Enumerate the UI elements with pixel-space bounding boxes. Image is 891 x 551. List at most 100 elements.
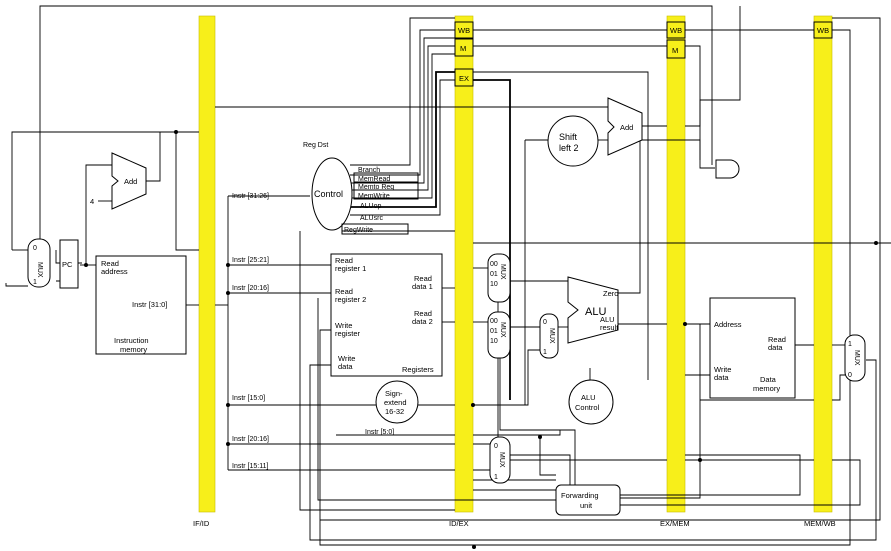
memtoreg-label: MUX [853, 350, 860, 366]
fwd-a-in2: 10 [490, 281, 498, 288]
if-id-label: IF/ID [193, 519, 210, 528]
read-register-2-line2: register 2 [335, 295, 366, 304]
branch-adder: Add [607, 97, 643, 156]
dm-read-data-line2: data [768, 343, 783, 352]
read-address-line2: address [101, 267, 128, 276]
and-gate [715, 159, 740, 179]
instr-25-21: Instr [25:21] [232, 257, 269, 264]
pc-adder-label: Add [124, 177, 137, 186]
data-memory: Address Read data Write data Data memory [709, 297, 796, 399]
ex-mem-register [666, 15, 686, 513]
fwd-b-in1: 01 [490, 328, 498, 335]
pc-register: PC [59, 239, 79, 289]
instr-mem-line2: memory [120, 345, 147, 354]
alu-result-line2: result [600, 323, 619, 332]
alu-control: ALU Control [568, 379, 614, 425]
id-ex-label: ID/EX [449, 519, 469, 528]
write-register-line2: register [335, 329, 361, 338]
control-unit: Control [311, 157, 353, 231]
sig-alusrc: ALUsrc [360, 215, 383, 222]
instr-15-11: Instr [15:11] [232, 463, 269, 470]
regdst-mux-label: MUX [498, 452, 505, 468]
memtoreg-mux: 1 MUX 0 [844, 334, 866, 382]
const-four: 4 [90, 197, 94, 206]
pc-mux-in0: 0 [33, 245, 37, 252]
instr-15-0: Instr [15:0] [232, 395, 265, 402]
read-data-1-line1: Read [414, 274, 432, 283]
ex-mem-label: EX/MEM [660, 519, 690, 528]
dm-read-data-line1: Read [768, 335, 786, 344]
read-register-1-line2: register 1 [335, 264, 366, 273]
fwd-a-in0: 00 [490, 261, 498, 268]
sign-extend: Sign- extend 16-32 [375, 380, 419, 424]
sign-extend-line1: Sign- [385, 389, 403, 398]
forwarding-unit: Forwarding unit [555, 484, 621, 516]
mem-wb-register [813, 15, 833, 513]
fwd-a-in1: 01 [490, 271, 498, 278]
sig-regwrite: RegWrite [344, 227, 373, 234]
control-signal-labels: Branch MemRead Memto Reg MemWrite ALUop … [341, 167, 419, 235]
id-ex-ex-label: EX [459, 74, 469, 83]
sign-extend-line2: extend [384, 398, 407, 407]
mem-wb-label: MEM/WB [804, 519, 836, 528]
shift-left-line1: Shift [559, 132, 578, 142]
ex-mem-wb-label: WB [670, 26, 682, 35]
registers-label: Registers [402, 365, 434, 374]
register-file: Read register 1 Read register 2 Write re… [330, 253, 443, 377]
forward-a-mux: 00 01 10 MUX [487, 253, 511, 303]
fwd-b-in2: 10 [490, 338, 498, 345]
instr-port-label: Instr [31:0] [132, 300, 167, 309]
read-address-line1: Read [101, 259, 119, 268]
alusrc-in0: 0 [543, 319, 547, 326]
wires [5, 5, 891, 546]
alu-label: ALU [585, 306, 606, 318]
instr-mem-line1: Instruction [114, 336, 149, 345]
pc-mux-label: MUX [36, 262, 43, 278]
if-id-register [198, 15, 216, 513]
instr-5-0: Instr [5:0] [365, 429, 394, 436]
alu-result-line1: ALU [600, 315, 615, 324]
dm-write-data-line1: Write [714, 365, 731, 374]
instr-20-16: Instr [20:16] [232, 285, 269, 292]
regdst-in1: 1 [494, 474, 498, 481]
alusrc-in1: 1 [543, 349, 547, 356]
regdst-in0: 0 [494, 443, 498, 450]
instr-31-26: Instr [31:26] [232, 193, 269, 200]
sig-memwrite: MemWrite [358, 193, 390, 200]
memtoreg-in1: 1 [848, 341, 852, 348]
shift-left-2: Shift left 2 [547, 115, 599, 167]
write-register-line1: Write [335, 321, 352, 330]
memtoreg-in0: 0 [848, 372, 852, 379]
control-label: Control [314, 189, 343, 199]
id-ex-register [454, 15, 474, 513]
forwarding-line1: Forwarding [561, 491, 599, 500]
shift-left-line2: left 2 [559, 143, 579, 153]
read-register-2-line1: Read [335, 287, 353, 296]
dm-label-line1: Data [760, 375, 777, 384]
alu: ALU Zero ALU result [567, 276, 619, 344]
pc-mux-in1: 1 [33, 279, 37, 286]
pc-mux: 0 MUX 1 [27, 238, 51, 288]
fwd-a-label: MUX [499, 264, 506, 280]
ex-mem-m-label: M [672, 46, 678, 55]
stage-fields: WB M EX WB M WB [454, 21, 833, 87]
sig-aluop: ALUop [360, 203, 382, 210]
write-data-line2: data [338, 362, 353, 371]
sign-extend-line3: 16-32 [385, 407, 404, 416]
regdst-label: Reg Dst [303, 142, 328, 149]
read-data-1-line2: data 1 [412, 282, 433, 291]
alu-control-line1: ALU [581, 393, 596, 402]
forward-b-mux: 00 01 10 MUX [487, 311, 511, 359]
dm-write-data-line2: data [714, 373, 729, 382]
branch-adder-label: Add [620, 123, 633, 132]
instr-20-16-b: Instr [20:16] [232, 436, 269, 443]
read-data-2-line1: Read [414, 309, 432, 318]
junctions [84, 130, 878, 549]
alusrc-mux: 0 MUX 1 [539, 313, 559, 359]
fwd-b-in0: 00 [490, 318, 498, 325]
forwarding-line2: unit [580, 501, 593, 510]
dm-label-line2: memory [753, 384, 780, 393]
write-data-line1: Write [338, 354, 355, 363]
pc-label: PC [62, 260, 73, 269]
sig-branch: Branch [358, 167, 380, 174]
